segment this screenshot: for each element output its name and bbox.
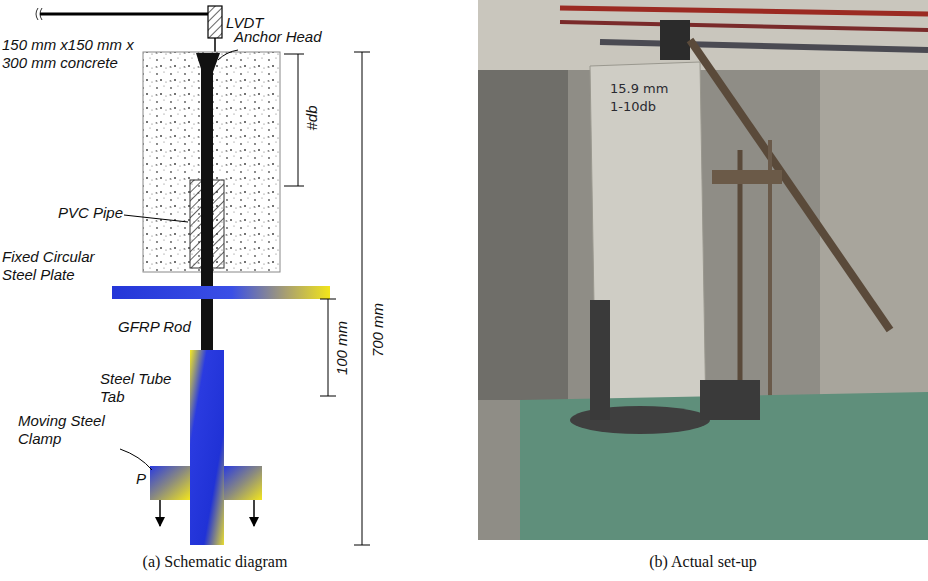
lvdt-clamp [660,20,690,60]
clamp-block [700,380,760,420]
dimension-line [362,52,363,545]
dimension-label: 100 mm [333,321,351,375]
dimension-line [328,299,329,396]
lvdt-symbol [208,6,222,38]
anchor-head [196,53,220,72]
schematic [36,6,370,545]
pipe [560,22,928,30]
fixture [712,170,782,184]
pipe [560,8,928,14]
dimension-label: 700 mm [369,303,387,357]
dimension-line [298,54,299,186]
part-label: Steel Tube Tab [100,370,182,406]
break-mark [36,8,38,20]
load-arrow [159,500,161,526]
clamp-block [590,300,610,420]
leader-line [218,50,238,60]
lvdt-arm [40,13,208,16]
handwritten-note: 1-10db [610,98,656,116]
part-label: Moving Steel Clamp [18,412,118,448]
subfigure-caption: (a) Schematic diagram [143,553,288,571]
dimension-label: #db [303,105,321,130]
specimen-label: 150 mm x150 mm x 300 mm concrete [2,36,138,72]
steel-clamp [150,466,190,500]
part-label: GFRP Rod [118,318,191,336]
subfigure-caption: (b) Actual set-up [649,553,757,571]
gfrp-rod [201,66,213,360]
leader-line [120,449,152,470]
leader-line [124,215,188,222]
part-label: PVC Pipe [58,204,123,222]
wall [820,70,928,400]
support-rod [738,150,743,420]
wall [478,70,568,400]
steel-tube-tab [190,350,224,545]
load-arrow [253,500,255,526]
dimension-tick [284,54,304,55]
concrete-specimen [590,62,706,424]
photo-ground [478,0,928,540]
part-label: Anchor Head [234,28,322,46]
handwritten-note: 15.9 mm [610,80,668,98]
pipe [600,42,928,50]
dimension-tick [284,186,304,187]
support-rod [690,40,890,330]
steel-clamp [224,466,262,500]
load-label: P [136,470,146,488]
part-label: Fixed Circular Steel Plate [2,248,110,284]
steel-plate [112,286,330,299]
photo [478,0,928,540]
